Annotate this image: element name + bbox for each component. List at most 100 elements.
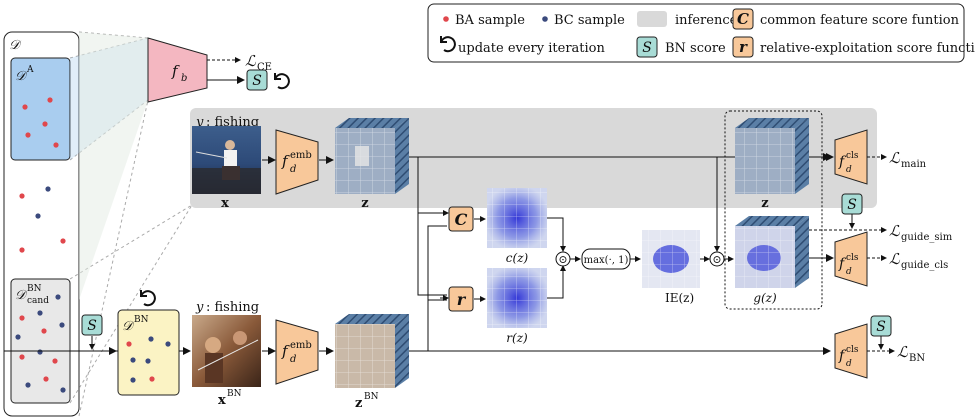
fb-update-icon [274,73,290,90]
svg-text:cls: cls [846,253,859,263]
svg-text:f: f [838,348,847,364]
svg-text:d: d [290,354,296,365]
loss-guide-sim: ℒ [889,222,901,240]
svg-text:emb: emb [290,150,312,161]
r-map-label: r(z) [506,331,528,345]
svg-text:S: S [252,73,262,89]
svg-text:d: d [846,165,852,175]
dataset-dbn-box: 𝒟 BN [117,309,180,396]
r-score-box [448,286,474,312]
guide-group-box [724,110,823,310]
svg-text:𝒟: 𝒟 [15,69,28,84]
right-z-label: z [761,196,768,211]
inference-swatch [637,11,667,27]
svg-text:r: r [739,38,748,56]
legend-ba-text: BA sample [455,13,525,28]
bottom-label-rest: : fishing [206,300,259,315]
svg-text:d: d [846,267,852,277]
c-score-icon [732,8,754,30]
bc-sample-dot [542,16,548,22]
svg-text:cand: cand [27,296,49,306]
svg-text:A: A [26,65,34,75]
r-map [487,268,547,328]
fb-bn-score-box [246,69,268,91]
svg-text:BN: BN [364,392,379,402]
cls-network-guide: f d cls [834,231,868,287]
svg-text:f: f [171,62,180,80]
bottom-image-xbn [192,315,261,387]
right-tensor-z [735,118,809,194]
dataset-d-label: 𝒟 [9,38,22,53]
top-tensor-z [335,118,409,194]
svg-text:BN: BN [27,284,42,294]
g-label: g(z) [753,291,777,305]
svg-text:emb: emb [290,340,312,351]
cls-network-bn: f d cls [834,323,868,379]
c-map [487,188,547,248]
svg-text:f: f [281,152,290,170]
svg-text:guide_sim: guide_sim [901,232,953,243]
svg-text:cls: cls [846,151,859,161]
loss-ce: ℒ [245,52,257,70]
svg-text:f: f [281,342,290,360]
svg-text:r: r [457,290,467,309]
svg-text:d: d [290,164,296,175]
loss-main: ℒ [889,149,901,167]
legend-bc-text: BC sample [554,13,625,28]
top-z-label: z [361,196,368,211]
r-score-icon [732,36,754,58]
svg-text:𝒟: 𝒟 [15,288,28,303]
bn-selection-score-box [81,314,103,336]
svg-text:S: S [642,40,652,56]
top-x-label: x [221,196,229,211]
ie-map [642,230,700,288]
dataset-dcand-box [10,278,71,404]
cls-network-main: f d cls [834,129,868,185]
c-map-label: c(z) [506,251,529,265]
dbn-update-icon [140,290,156,307]
svg-text:⊙: ⊙ [558,253,567,266]
svg-text:S: S [87,318,97,334]
update-cycle-icon [440,36,456,53]
emb-network-bottom: f d emb [275,319,319,385]
s-score-icon [636,36,658,58]
svg-text:C: C [737,10,749,28]
svg-text:C: C [455,210,468,229]
legend: BA sample BC sample inference C common f… [427,3,975,63]
svg-text:BN: BN [909,353,925,364]
legend-common-text: common feature score funtion [760,13,960,28]
svg-text:S: S [876,319,886,335]
legend-relative-text: relative-exploitation score function [760,41,975,56]
svg-text:⊙: ⊙ [712,253,721,266]
svg-text:f: f [838,154,847,170]
dataset-panel: 𝒟 𝒟 A 𝒟 BN cand [3,31,80,417]
c-score-box [448,206,474,232]
svg-text:CE: CE [257,62,272,73]
svg-text:f: f [838,256,847,272]
legend-bn-score-text: BN score [665,41,726,56]
bottom-z-label: z [355,396,362,411]
svg-text:main: main [901,159,927,170]
top-label-y: y [195,115,204,130]
loss-bn: ℒ [897,343,909,361]
bottom-x-label: x [218,393,226,408]
emb-network-top: f d emb [275,129,319,195]
ie-label: IE(z) [665,291,694,305]
ba-sample-dot [443,16,449,22]
bottom-tensor-zbn [335,314,409,388]
svg-text:BN: BN [134,315,149,325]
legend-inference-text: inference [675,13,738,28]
legend-update-text: update every iteration [458,41,605,56]
fb-network: f b [147,37,208,103]
svg-text:cls: cls [846,345,859,355]
svg-text:max(·, 1): max(·, 1) [584,255,629,266]
svg-text:𝒟: 𝒟 [122,319,135,334]
svg-text:BN: BN [227,389,242,399]
svg-text:S: S [847,197,857,213]
top-image-x [192,126,261,194]
svg-text:d: d [846,359,852,369]
loss-guide-cls: ℒ [889,250,901,268]
bottom-label-y: y [195,300,204,315]
g-tensor [735,216,809,288]
